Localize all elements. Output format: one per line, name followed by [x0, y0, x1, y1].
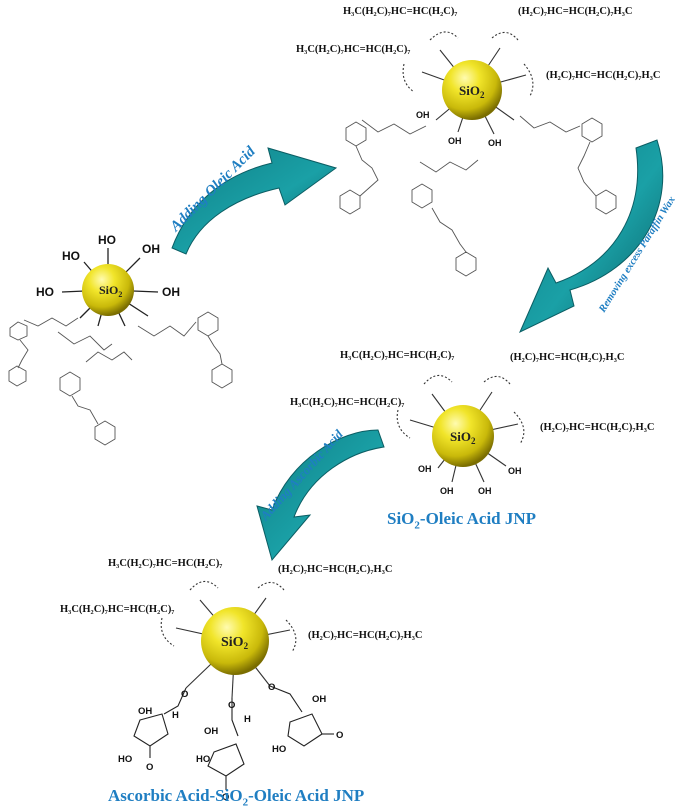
sphere-oleic [442, 60, 502, 120]
sphere-start-label: SiO2 [99, 283, 122, 299]
jnp-chain-4: (H₂C)₇HC=HC(H₂C)₇H₃C [540, 422, 654, 433]
arrow-adding-ascorbic [256, 429, 385, 562]
final-o-2: O [228, 700, 235, 711]
final-ho-3: HO [272, 744, 286, 755]
final-o-3: O [268, 682, 275, 693]
arrow-removing-wax [519, 139, 664, 334]
final-ho-2: HO [196, 754, 210, 765]
final-ho-1: HO [118, 754, 132, 765]
jnp-chain-3: H₃C(H₂C)₇HC=HC(H₂C)₇ [290, 397, 404, 408]
final-h-1: H [172, 710, 179, 721]
sphere-jnp [432, 405, 494, 467]
jnp-oh-4: OH [508, 466, 522, 476]
oh-2: HO [98, 233, 116, 247]
oh-3: OH [142, 242, 160, 256]
label-adding-ascorbic: Adding Ascorbic Acid [256, 426, 346, 523]
oleic-chain-2: (H₂C)₇HC=HC(H₂C)₇H₃C [518, 6, 632, 17]
sphere-oleic-label: SiO2 [459, 83, 485, 100]
oleic-chain-3: H₃C(H₂C)₇HC=HC(H₂C)₇ [296, 44, 410, 55]
caption-final: Ascorbic Acid-SiO2-Oleic Acid JNP [108, 786, 365, 809]
final-chain-3: H₃C(H₂C)₇HC=HC(H₂C)₇ [60, 604, 174, 615]
final-o-4: O [146, 762, 153, 773]
sphere-final [201, 607, 269, 675]
jnp-oh-3: OH [478, 486, 492, 496]
jnp-oh-1: OH [418, 464, 432, 474]
final-o-1: O [181, 689, 188, 700]
final-chain-4: (H₂C)₇HC=HC(H₂C)₇H₃C [308, 630, 422, 641]
final-oh-3: OH [312, 694, 326, 705]
jnp-chain-1: H₃C(H₂C)₇HC=HC(H₂C)₇ [340, 350, 454, 361]
oleic-oh-2: OH [448, 136, 462, 146]
jnp-chain-2: (H₂C)₇HC=HC(H₂C)₇H₃C [510, 352, 624, 363]
oleic-oh-3: OH [488, 138, 502, 148]
sphere-jnp-label: SiO2 [450, 429, 476, 446]
final-h-2: H [244, 714, 251, 725]
oleic-chain-1: H₃C(H₂C)₇HC=HC(H₂C)₇ [343, 6, 457, 17]
oleic-oh-1: OH [416, 110, 430, 120]
final-o-5: O [222, 792, 229, 803]
final-oh-1: OH [138, 706, 152, 717]
oleic-chain-4: (H₂C)₇HC=HC(H₂C)₇H₃C [546, 70, 660, 81]
oh-1: HO [62, 249, 80, 263]
final-chain-2: (H₂C)₇HC=HC(H₂C)₇H₃C [278, 564, 392, 575]
sphere-final-label: SiO2 [221, 635, 249, 651]
final-o-6: O [336, 730, 343, 741]
oh-5: OH [162, 285, 180, 299]
oh-4: HO [36, 285, 54, 299]
final-oh-2: OH [204, 726, 218, 737]
caption-jnp: SiO2-Oleic Acid JNP [387, 509, 537, 532]
sphere-start [82, 264, 134, 316]
arrow-adding-oleic [171, 147, 338, 255]
final-chain-1: H₃C(H₂C)₇HC=HC(H₂C)₇ [108, 558, 222, 569]
jnp-oh-2: OH [440, 486, 454, 496]
